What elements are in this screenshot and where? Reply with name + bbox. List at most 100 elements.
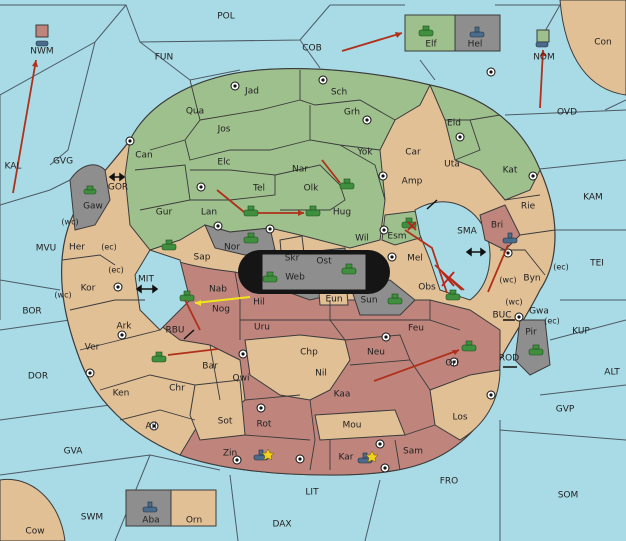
land-Amp: Amp <box>402 177 423 187</box>
unit-sap <box>161 239 177 251</box>
land-Her: Her <box>69 243 85 253</box>
coast-her-ec: (ec) <box>101 243 117 252</box>
land-Rot: Rot <box>257 420 272 430</box>
land-Elf: Elf <box>425 40 437 50</box>
land-Web: Web <box>285 273 305 283</box>
land-Kat: Kat <box>503 166 518 176</box>
land-Kar: Kar <box>339 453 354 463</box>
land-Sap: Sap <box>194 253 211 263</box>
land-Hel: Hel <box>468 40 483 50</box>
unit-ark <box>151 351 167 363</box>
fleet-aba <box>142 501 158 513</box>
land-Sot: Sot <box>218 417 233 427</box>
unit-olk <box>339 178 355 190</box>
land-Byn: Byn <box>523 274 540 284</box>
unit-skr <box>262 271 278 283</box>
land-Elc: Elc <box>217 158 230 168</box>
land-Pir: Pir <box>525 328 537 338</box>
unit-tel <box>243 205 259 217</box>
land-Cow: Cow <box>25 527 44 537</box>
land-Bar: Bar <box>202 362 218 372</box>
sea-KAL: KAL <box>5 162 22 172</box>
land-Lan: Lan <box>201 208 217 218</box>
land-Yok: Yok <box>356 148 373 158</box>
unit-gaw <box>83 185 97 195</box>
coast-her-wc: (wc) <box>61 218 78 227</box>
unit-nor <box>243 232 259 244</box>
tan-sot <box>189 379 246 441</box>
green-east <box>429 84 541 201</box>
sea-labels: POL FUN COB KAL GVG MVU BOR DOR GVA SWM … <box>5 12 621 530</box>
land-Car: Car <box>405 148 421 158</box>
land-Wil: Wil <box>355 234 369 244</box>
land-Grh: Grh <box>344 108 360 118</box>
land-Orn: Orn <box>186 516 202 526</box>
unit-hug <box>305 205 321 217</box>
stars <box>261 448 379 463</box>
unit-elf <box>418 25 434 37</box>
fleet-nom <box>535 41 549 48</box>
land-Los: Los <box>452 413 467 423</box>
province-borders <box>61 70 556 471</box>
sea-MVU: MVU <box>36 244 57 254</box>
land-Qwi: Qwi <box>233 374 250 384</box>
land-Obs: Obs <box>418 283 436 293</box>
land-Skr: Skr <box>285 254 300 264</box>
land-Ark: Ark <box>116 322 132 332</box>
land-Uru: Uru <box>254 323 270 333</box>
sea-ALT: ALT <box>604 368 620 378</box>
sea-ROD: ROD <box>499 354 519 364</box>
land-Nar: Nar <box>292 165 308 175</box>
land-NWM: NWM <box>30 47 53 57</box>
sea-OVD: OVD <box>557 108 577 118</box>
fleets <box>35 26 549 513</box>
sea-GVA: GVA <box>64 447 84 457</box>
land-Kaa: Kaa <box>334 390 351 400</box>
sea-MIT: MIT <box>138 275 154 285</box>
land-Neu: Neu <box>367 348 385 358</box>
land-Bri: Bri <box>491 221 503 231</box>
land-Jos: Jos <box>217 125 231 135</box>
hel-box <box>454 14 501 52</box>
land-Ken: Ken <box>113 389 130 399</box>
land-Tel: Tel <box>252 184 265 194</box>
tan-los <box>429 369 501 441</box>
pir-gray <box>514 319 551 376</box>
sea-COB: COB <box>302 44 322 54</box>
land-Chp: Chp <box>300 348 318 358</box>
fleet-bri <box>502 232 518 244</box>
land-NOM: NOM <box>533 53 555 63</box>
fleet-hel <box>469 26 485 38</box>
sea-FUN: FUN <box>155 53 174 63</box>
coast-byn-wc: (wc) <box>499 276 516 285</box>
sea-GOR: GOR <box>108 183 128 193</box>
land-Nab: Nab <box>209 285 227 295</box>
land-Hug: Hug <box>333 208 351 218</box>
green-zone <box>124 68 431 251</box>
land-Rie: Rie <box>521 202 536 212</box>
land-Nil: Nil <box>315 369 327 379</box>
sea-BOR: BOR <box>22 307 41 317</box>
land-Ost: Ost <box>316 257 332 267</box>
sea-SMA: SMA <box>457 227 477 237</box>
coast-tags: (wc) (ec) (ec) (wc) (wc) (ec) (wc) (ec) <box>54 218 568 326</box>
land-Aba: Aba <box>142 516 159 526</box>
coast-gwa-ec: (ec) <box>544 317 560 326</box>
unit-sun <box>387 293 403 305</box>
land-labels: Jad Sch Qua Jos Grh Can Elc Yok Nar Car … <box>25 38 611 537</box>
sea-KAM: KAM <box>583 193 603 203</box>
land-Gur: Gur <box>156 208 173 218</box>
units <box>83 25 544 363</box>
order-arrows <box>12 32 546 382</box>
fleet-nwm <box>35 40 49 47</box>
land-Sch: Sch <box>331 88 347 98</box>
sea-DAX: DAX <box>272 520 291 530</box>
land-Mou: Mou <box>343 421 362 431</box>
orn-box <box>170 489 217 527</box>
coast-kor-wc: (wc) <box>54 291 71 300</box>
sea-GVP: GVP <box>556 405 575 415</box>
unit-orl <box>461 340 477 352</box>
coast-byn-ec: (ec) <box>553 263 569 272</box>
sea-DOR: DOR <box>28 372 48 382</box>
land-Jad: Jad <box>244 87 259 97</box>
